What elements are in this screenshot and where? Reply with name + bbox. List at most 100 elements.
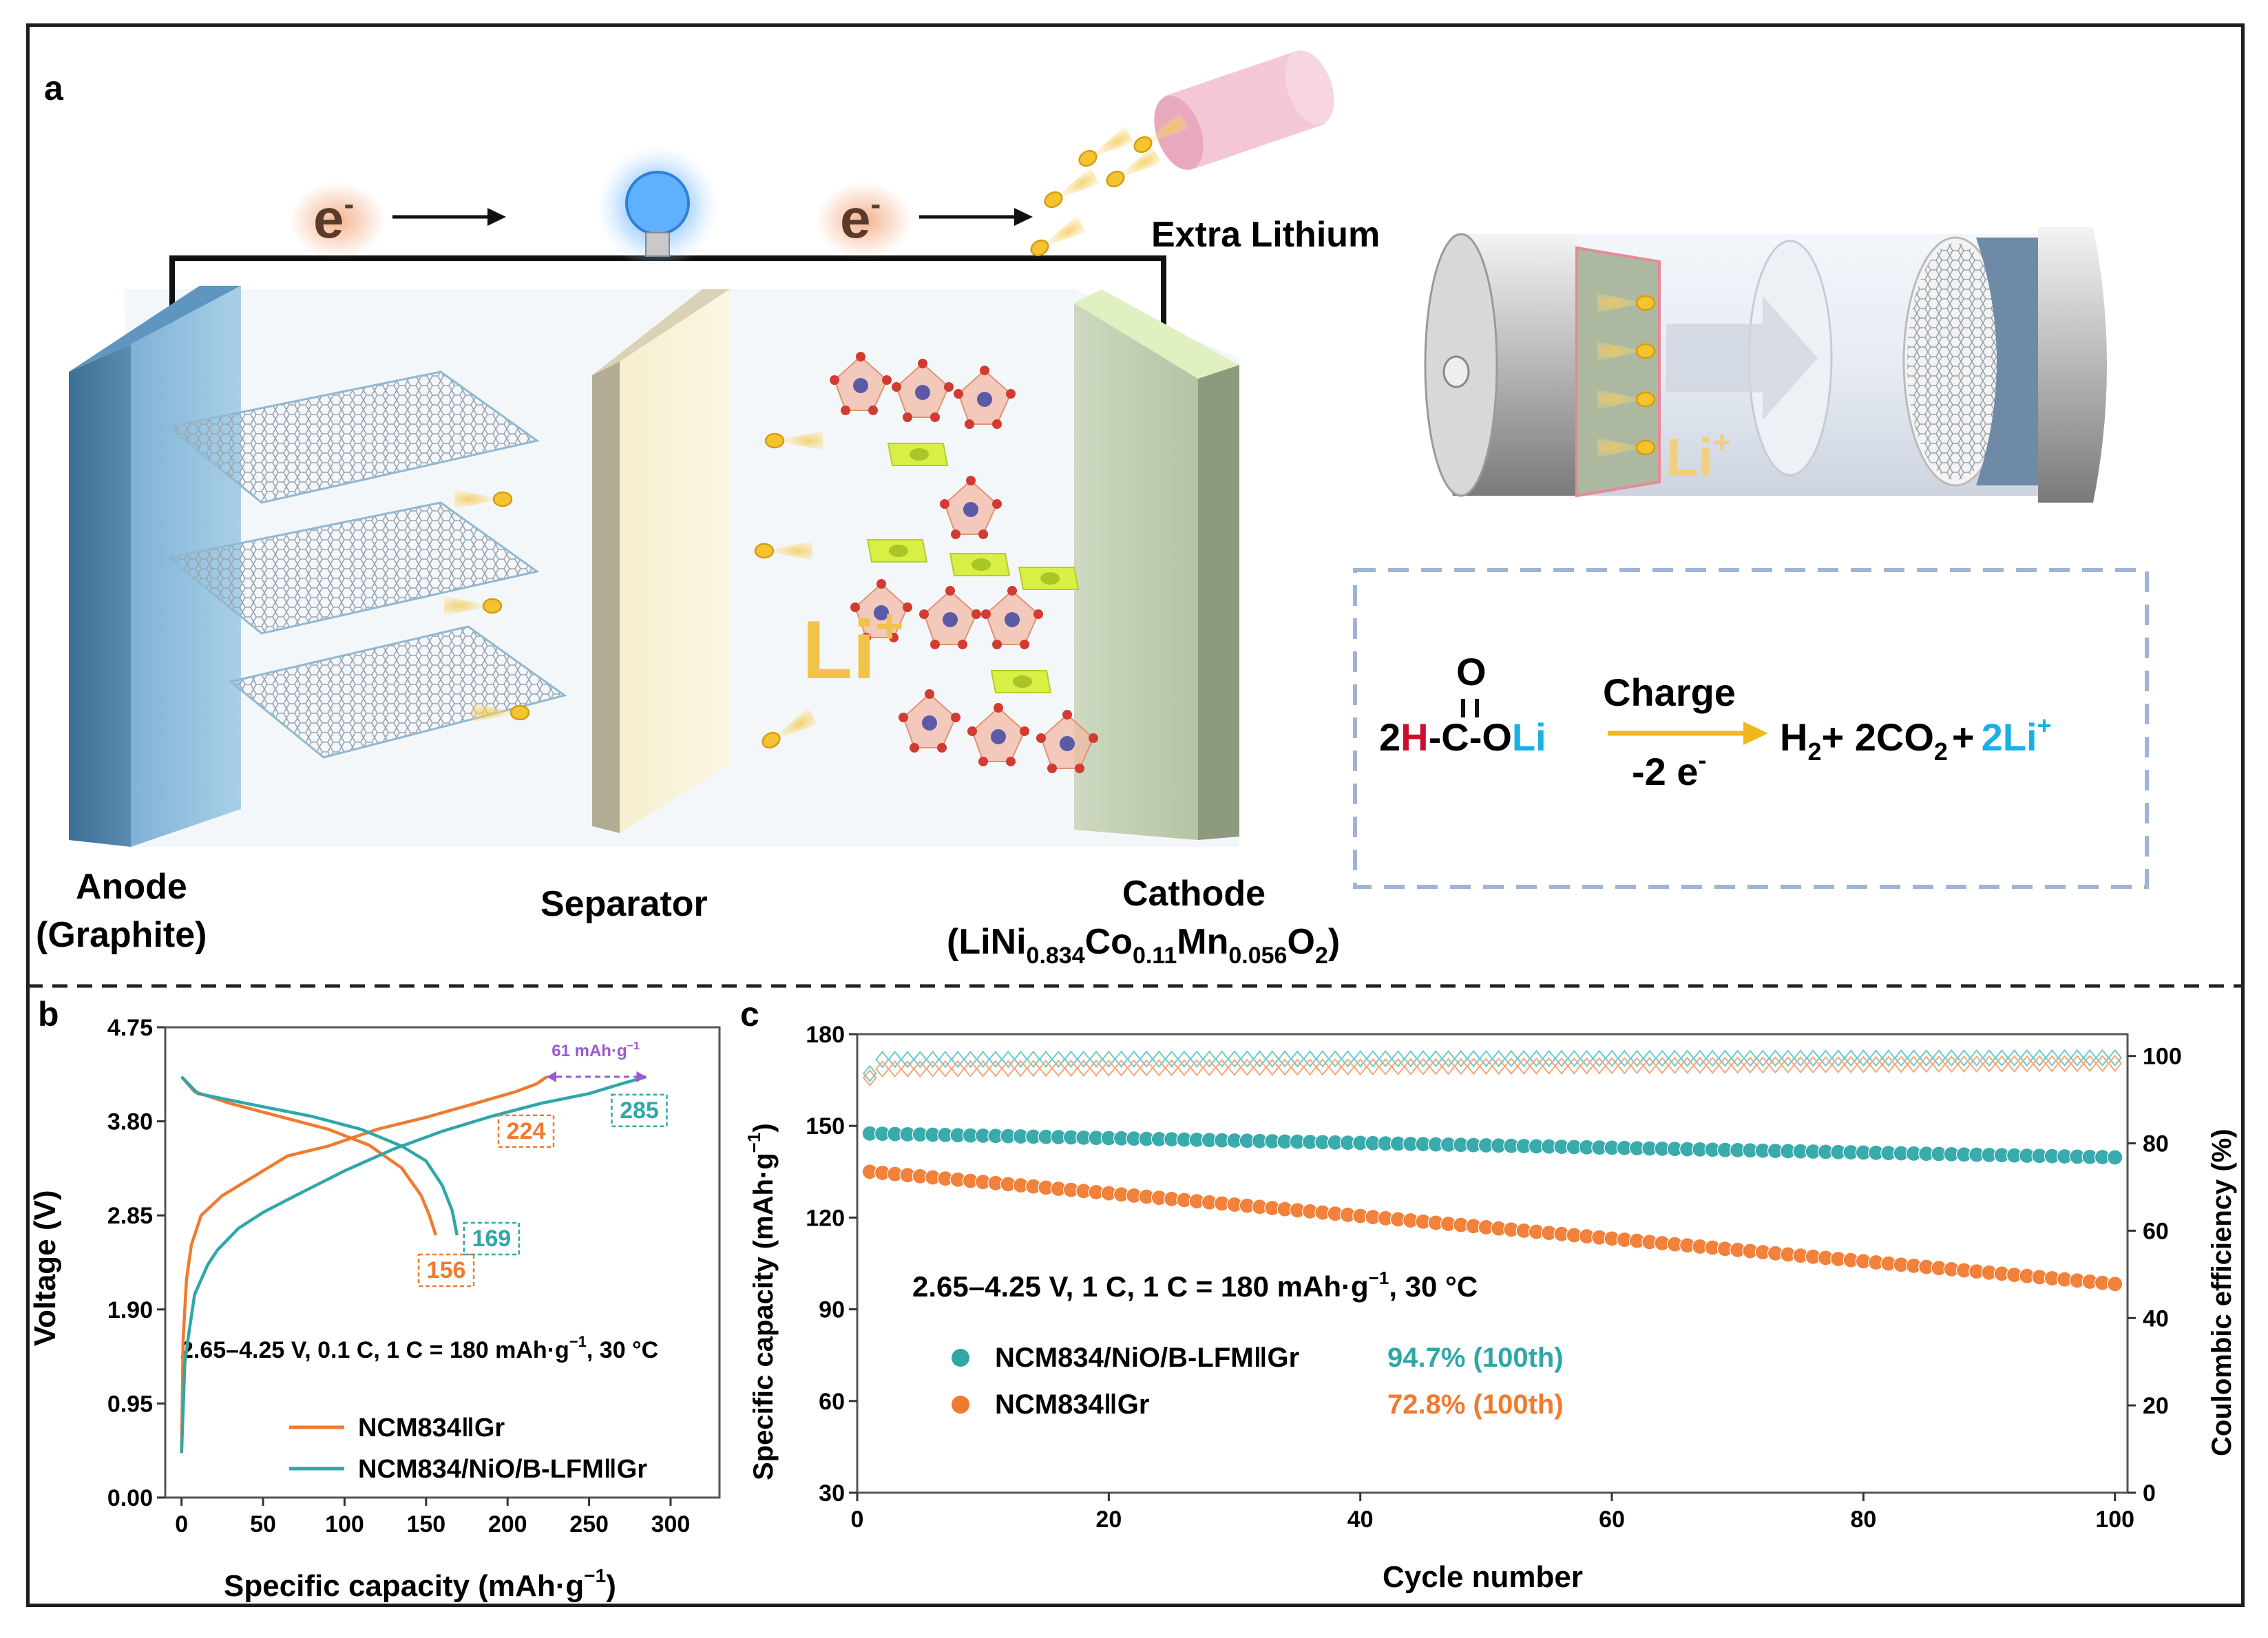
c-efficiency-point xyxy=(1000,1060,1016,1078)
c-efficiency-point xyxy=(1542,1057,1556,1075)
cathode-label: Cathode xyxy=(1122,874,1266,914)
c-efficiency-point xyxy=(862,1064,877,1082)
c-efficiency-point xyxy=(1668,1049,1682,1067)
b-annotation-label: 169 xyxy=(472,1226,511,1252)
c-efficiency-point xyxy=(1164,1050,1179,1068)
c-efficiency-point xyxy=(913,1051,927,1069)
c-efficiency-point xyxy=(1806,1056,1820,1074)
b-series-ncm-discharge xyxy=(180,1075,438,1236)
electron-glow-left xyxy=(289,182,386,258)
c-efficiency-point xyxy=(1642,1049,1657,1067)
c-efficiency-point xyxy=(1466,1049,1481,1068)
c-efficiency-point xyxy=(1806,1049,1820,1067)
c-efficiency-point xyxy=(1277,1058,1292,1076)
lithium-ion-icon xyxy=(1040,166,1101,213)
b-y-tick-label: 0.00 xyxy=(107,1485,153,1511)
cell-li-label: Li+ xyxy=(1666,424,1731,487)
c-efficiency-point xyxy=(1429,1050,1443,1068)
c-efficiency-point xyxy=(1995,1055,2009,1073)
c-efficiency-point xyxy=(1076,1059,1091,1077)
c-efficiency-point xyxy=(1919,1049,1934,1067)
c-efficiency-point xyxy=(1718,1049,1732,1067)
c-efficiency-point xyxy=(1303,1058,1317,1076)
c-efficiency-point xyxy=(1831,1049,1846,1067)
c-efficiency-point xyxy=(1755,1056,1770,1074)
c-efficiency-point xyxy=(2007,1049,2022,1067)
c-efficiency-point xyxy=(2070,1055,2085,1073)
cathode-formula: (LiNi0.834Co0.11Mn0.056O2) xyxy=(947,922,1340,969)
c-x-tick-label: 60 xyxy=(1599,1506,1625,1533)
c-legend-ncm: NCM834ǁGr xyxy=(995,1389,1149,1420)
c-efficiency-point xyxy=(1668,1056,1682,1074)
b-legend: NCM834ǁGr NCM834/NiO/B-LFMǁGr xyxy=(289,1414,647,1484)
c-efficiency-point xyxy=(1919,1056,1934,1073)
b-plot-frame xyxy=(164,1026,721,1499)
c-efficiency-point xyxy=(1516,1049,1531,1068)
c-efficiency-point xyxy=(1479,1049,1493,1068)
c-efficiency-point xyxy=(1064,1059,1078,1077)
c-efficiency-point xyxy=(1881,1049,1896,1067)
c-y-tick-label-right: 60 xyxy=(2143,1218,2169,1244)
c-y-tick-label-left: 60 xyxy=(819,1389,845,1415)
c-efficiency-point xyxy=(1252,1058,1267,1076)
panel-label-b: b xyxy=(38,995,59,1033)
c-efficiency-point xyxy=(1265,1058,1280,1076)
c-efficiency-point xyxy=(1630,1049,1644,1067)
c-efficiency-point xyxy=(1907,1056,1921,1073)
c-efficiency-point xyxy=(1391,1058,1405,1075)
c-efficiency-point xyxy=(1516,1057,1531,1075)
c-efficiency-point xyxy=(1630,1057,1644,1075)
c-efficiency-point xyxy=(1529,1049,1544,1068)
c-efficiency-point xyxy=(1931,1049,1946,1067)
c-efficiency-point xyxy=(988,1050,1003,1069)
electron-left: e- xyxy=(313,187,354,249)
c-efficiency-point xyxy=(1856,1056,1871,1073)
c-efficiency-point xyxy=(1768,1049,1783,1067)
c-efficiency-point xyxy=(1617,1057,1632,1075)
c-legend-swatch-nio xyxy=(952,1349,969,1367)
c-efficiency-point xyxy=(2070,1049,2085,1067)
c-efficiency-point xyxy=(1957,1049,1971,1067)
c-efficiency-point xyxy=(1290,1050,1305,1068)
b-gap-arrowhead xyxy=(636,1071,647,1082)
c-efficiency-point xyxy=(2057,1055,2072,1073)
c-efficiency-point xyxy=(1378,1050,1393,1068)
anode-label: Anode xyxy=(76,867,187,907)
c-efficiency-point xyxy=(1730,1049,1745,1067)
c-efficiency-point xyxy=(976,1060,990,1078)
c-efficiency-point xyxy=(1453,1058,1469,1075)
b-x-tick-label: 0 xyxy=(175,1511,188,1537)
c-efficiency-point xyxy=(1982,1055,1997,1073)
c-efficiency-point xyxy=(1114,1050,1128,1068)
c-efficiency-point xyxy=(1365,1050,1380,1068)
c-efficiency-point xyxy=(1453,1050,1469,1068)
c-efficiency-point xyxy=(1391,1050,1405,1068)
c-efficiency-point xyxy=(1051,1050,1066,1068)
reaction-box xyxy=(1353,568,2149,889)
c-y-tick-label-left: 90 xyxy=(819,1297,845,1323)
c-efficiency-point xyxy=(1089,1059,1104,1077)
c-efficiency-point xyxy=(1566,1049,1582,1067)
c-efficiency-point xyxy=(1642,1057,1657,1075)
c-efficiency-point xyxy=(938,1051,953,1069)
separator-label: Separator xyxy=(540,884,708,924)
c-efficiency-point xyxy=(1944,1049,1959,1067)
c-efficiency-point xyxy=(1014,1060,1028,1078)
figure-frame xyxy=(26,23,2245,1607)
c-efficiency-point xyxy=(1239,1058,1254,1076)
reaction-equation: O 2H-C-OLi Charge -2 e- H2+ 2CO2+2Li+ xyxy=(1379,650,2052,793)
lithium-ion-icon xyxy=(1026,214,1087,262)
c-efficiency-point xyxy=(1466,1058,1481,1075)
c-efficiency-point xyxy=(888,1060,903,1078)
electron-right: e- xyxy=(840,187,881,249)
products-formula: H2+ 2CO2+2Li+ xyxy=(1780,711,2052,766)
c-efficiency-point xyxy=(1491,1058,1506,1075)
c-y-tick-label-right: 20 xyxy=(2143,1393,2169,1419)
c-efficiency-point xyxy=(1416,1058,1431,1075)
c-legend-nio: NCM834/NiO/B-LFMǁGr xyxy=(995,1343,1299,1373)
c-plot-frame xyxy=(856,1033,2129,1494)
c-efficiency-point xyxy=(2082,1055,2097,1073)
c-efficiency-point xyxy=(1793,1049,1808,1067)
c-efficiency-point xyxy=(2045,1055,2059,1073)
